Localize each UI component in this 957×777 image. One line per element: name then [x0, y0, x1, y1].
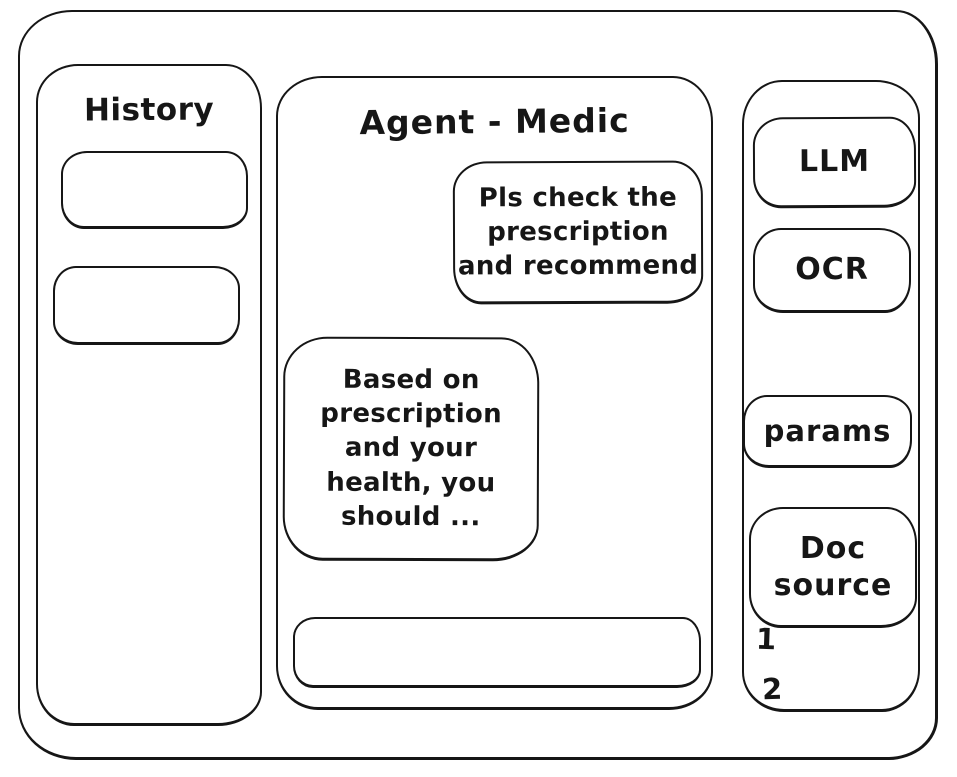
assistant-message-bubble: Based on prescription and your health, y… — [282, 336, 540, 562]
doc-source-button[interactable]: Doc source — [749, 507, 917, 628]
doc-source-item[interactable]: 1 — [755, 621, 777, 657]
history-item[interactable] — [61, 151, 248, 229]
llm-button[interactable]: LLM — [752, 116, 917, 209]
chat-input[interactable] — [293, 617, 701, 688]
page-title: Agent - Medic — [359, 100, 630, 143]
ocr-button[interactable]: OCR — [753, 228, 911, 313]
history-title: History — [83, 91, 215, 129]
params-button[interactable]: params — [743, 395, 912, 468]
history-item[interactable] — [53, 266, 240, 345]
user-message-bubble: Pls check the prescription and recommend — [452, 160, 704, 305]
doc-source-item[interactable]: 2 — [761, 671, 783, 707]
